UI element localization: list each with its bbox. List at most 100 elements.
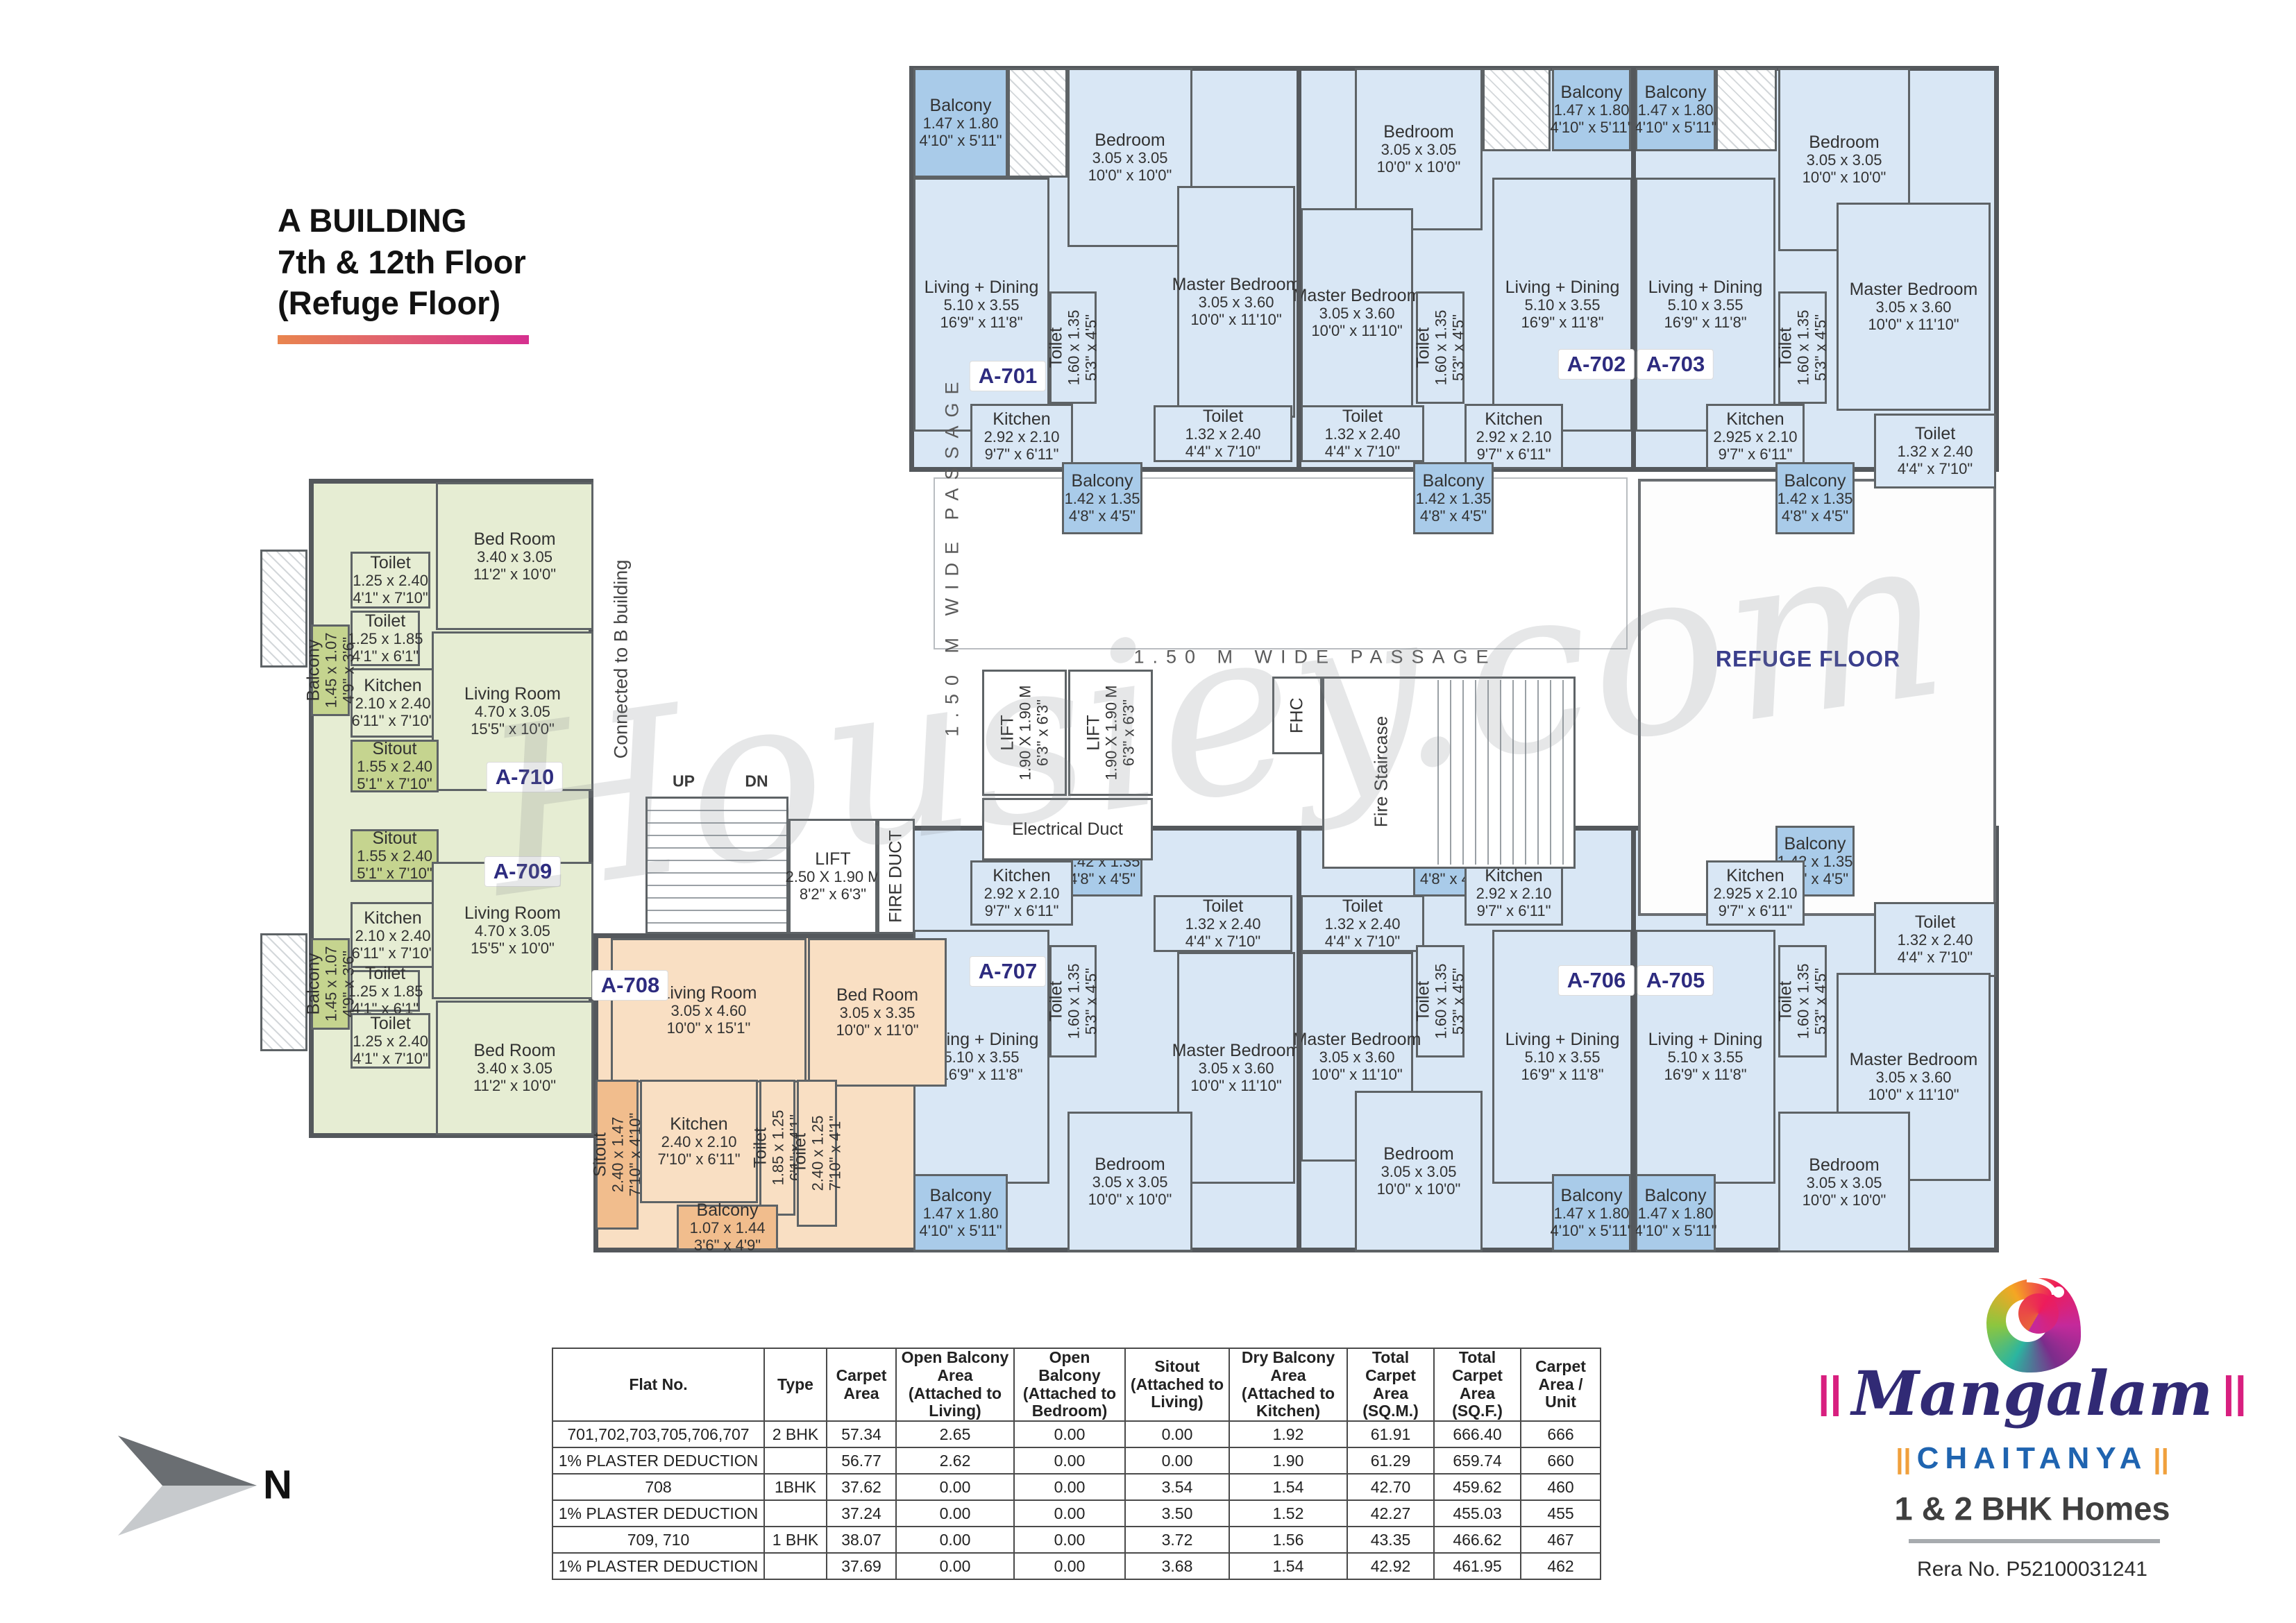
table-cell: 459.62: [1433, 1473, 1521, 1501]
table-cell: 666: [1520, 1420, 1601, 1448]
brand-sub-bar-left: ||: [1896, 1444, 1911, 1475]
table-cell: 461.95: [1433, 1552, 1521, 1580]
table-cell: 42.27: [1347, 1499, 1435, 1527]
table-cell: 37.69: [826, 1552, 897, 1580]
table-header-cell: Open Balcony Area (Attached to Living): [895, 1348, 1015, 1422]
table-cell: [763, 1499, 827, 1527]
unit-badge-a708: A-708: [592, 971, 668, 1000]
fhc-label: FHC: [1287, 697, 1307, 733]
table-cell: 666.40: [1433, 1420, 1521, 1448]
brand-name-line: ||Mangalam||: [1818, 1357, 2247, 1429]
table-cell: 2.62: [895, 1447, 1015, 1475]
courtyard-outline: [934, 477, 1628, 649]
north-arrow-icon: [118, 1434, 257, 1538]
table-cell: 0.00: [895, 1473, 1015, 1501]
table-cell: 0.00: [895, 1526, 1015, 1554]
table-cell: 56.77: [826, 1447, 897, 1475]
table-cell: 1.52: [1229, 1499, 1348, 1527]
table-cell: 0.00: [1124, 1447, 1230, 1475]
brand-sub-bar-right: ||: [2153, 1444, 2169, 1475]
table-cell: 708: [552, 1473, 765, 1501]
table-cell: 1.90: [1229, 1447, 1348, 1475]
title-line2: 7th & 12th Floor: [278, 243, 526, 280]
brand-sub-name: CHAITANYA: [1916, 1441, 2148, 1475]
stair-dn-label: DN: [745, 772, 768, 790]
table-cell: 455: [1520, 1499, 1601, 1527]
table-cell: 37.24: [826, 1499, 897, 1527]
brand-tagline: 1 & 2 BHK Homes: [1894, 1490, 2170, 1527]
table-cell: 1% PLASTER DEDUCTION: [552, 1447, 765, 1475]
table-cell: 43.35: [1347, 1526, 1435, 1554]
table-cell: 709, 710: [552, 1526, 765, 1554]
duct-a702: [1483, 68, 1551, 151]
table-cell: 3.72: [1124, 1526, 1230, 1554]
table-cell: 660: [1520, 1447, 1601, 1475]
table-header-cell: Carpet Area / Unit: [1520, 1348, 1601, 1422]
table-cell: [763, 1552, 827, 1580]
duct-green-bottom: [260, 933, 307, 1051]
refuge-floor-label: REFUGE FLOOR: [1715, 646, 1901, 672]
table-cell: 42.92: [1347, 1552, 1435, 1580]
unit-badge-a701: A-701: [970, 362, 1046, 391]
table-header-cell: Sitout (Attached to Living): [1124, 1348, 1230, 1422]
table-header-cell: Carpet Area: [826, 1348, 897, 1422]
title-underline-bar: [278, 335, 529, 345]
table-cell: 2 BHK: [763, 1420, 827, 1448]
table-cell: 1.56: [1229, 1526, 1348, 1554]
table-cell: 1.92: [1229, 1420, 1348, 1448]
table-header-cell: Total Carpet Area (SQ.M.): [1347, 1348, 1435, 1422]
table-cell: 0.00: [1013, 1552, 1126, 1580]
table-cell: 466.62: [1433, 1526, 1521, 1554]
unit-badge-a705: A-705: [1637, 966, 1714, 995]
wall-bottom-2: [1631, 826, 1636, 1252]
unit-badge-a707: A-707: [970, 957, 1046, 986]
brand-bar-left: ||: [1818, 1368, 1842, 1416]
north-label: N: [263, 1462, 292, 1508]
table-cell: 455.03: [1433, 1499, 1521, 1527]
table-cell: 0.00: [895, 1499, 1015, 1527]
table-header-cell: Open Balcony (Attached to Bedroom): [1013, 1348, 1126, 1422]
table-cell: 37.62: [826, 1473, 897, 1501]
table-cell: 61.29: [1347, 1447, 1435, 1475]
brand-name: Mangalam: [1851, 1357, 2213, 1429]
